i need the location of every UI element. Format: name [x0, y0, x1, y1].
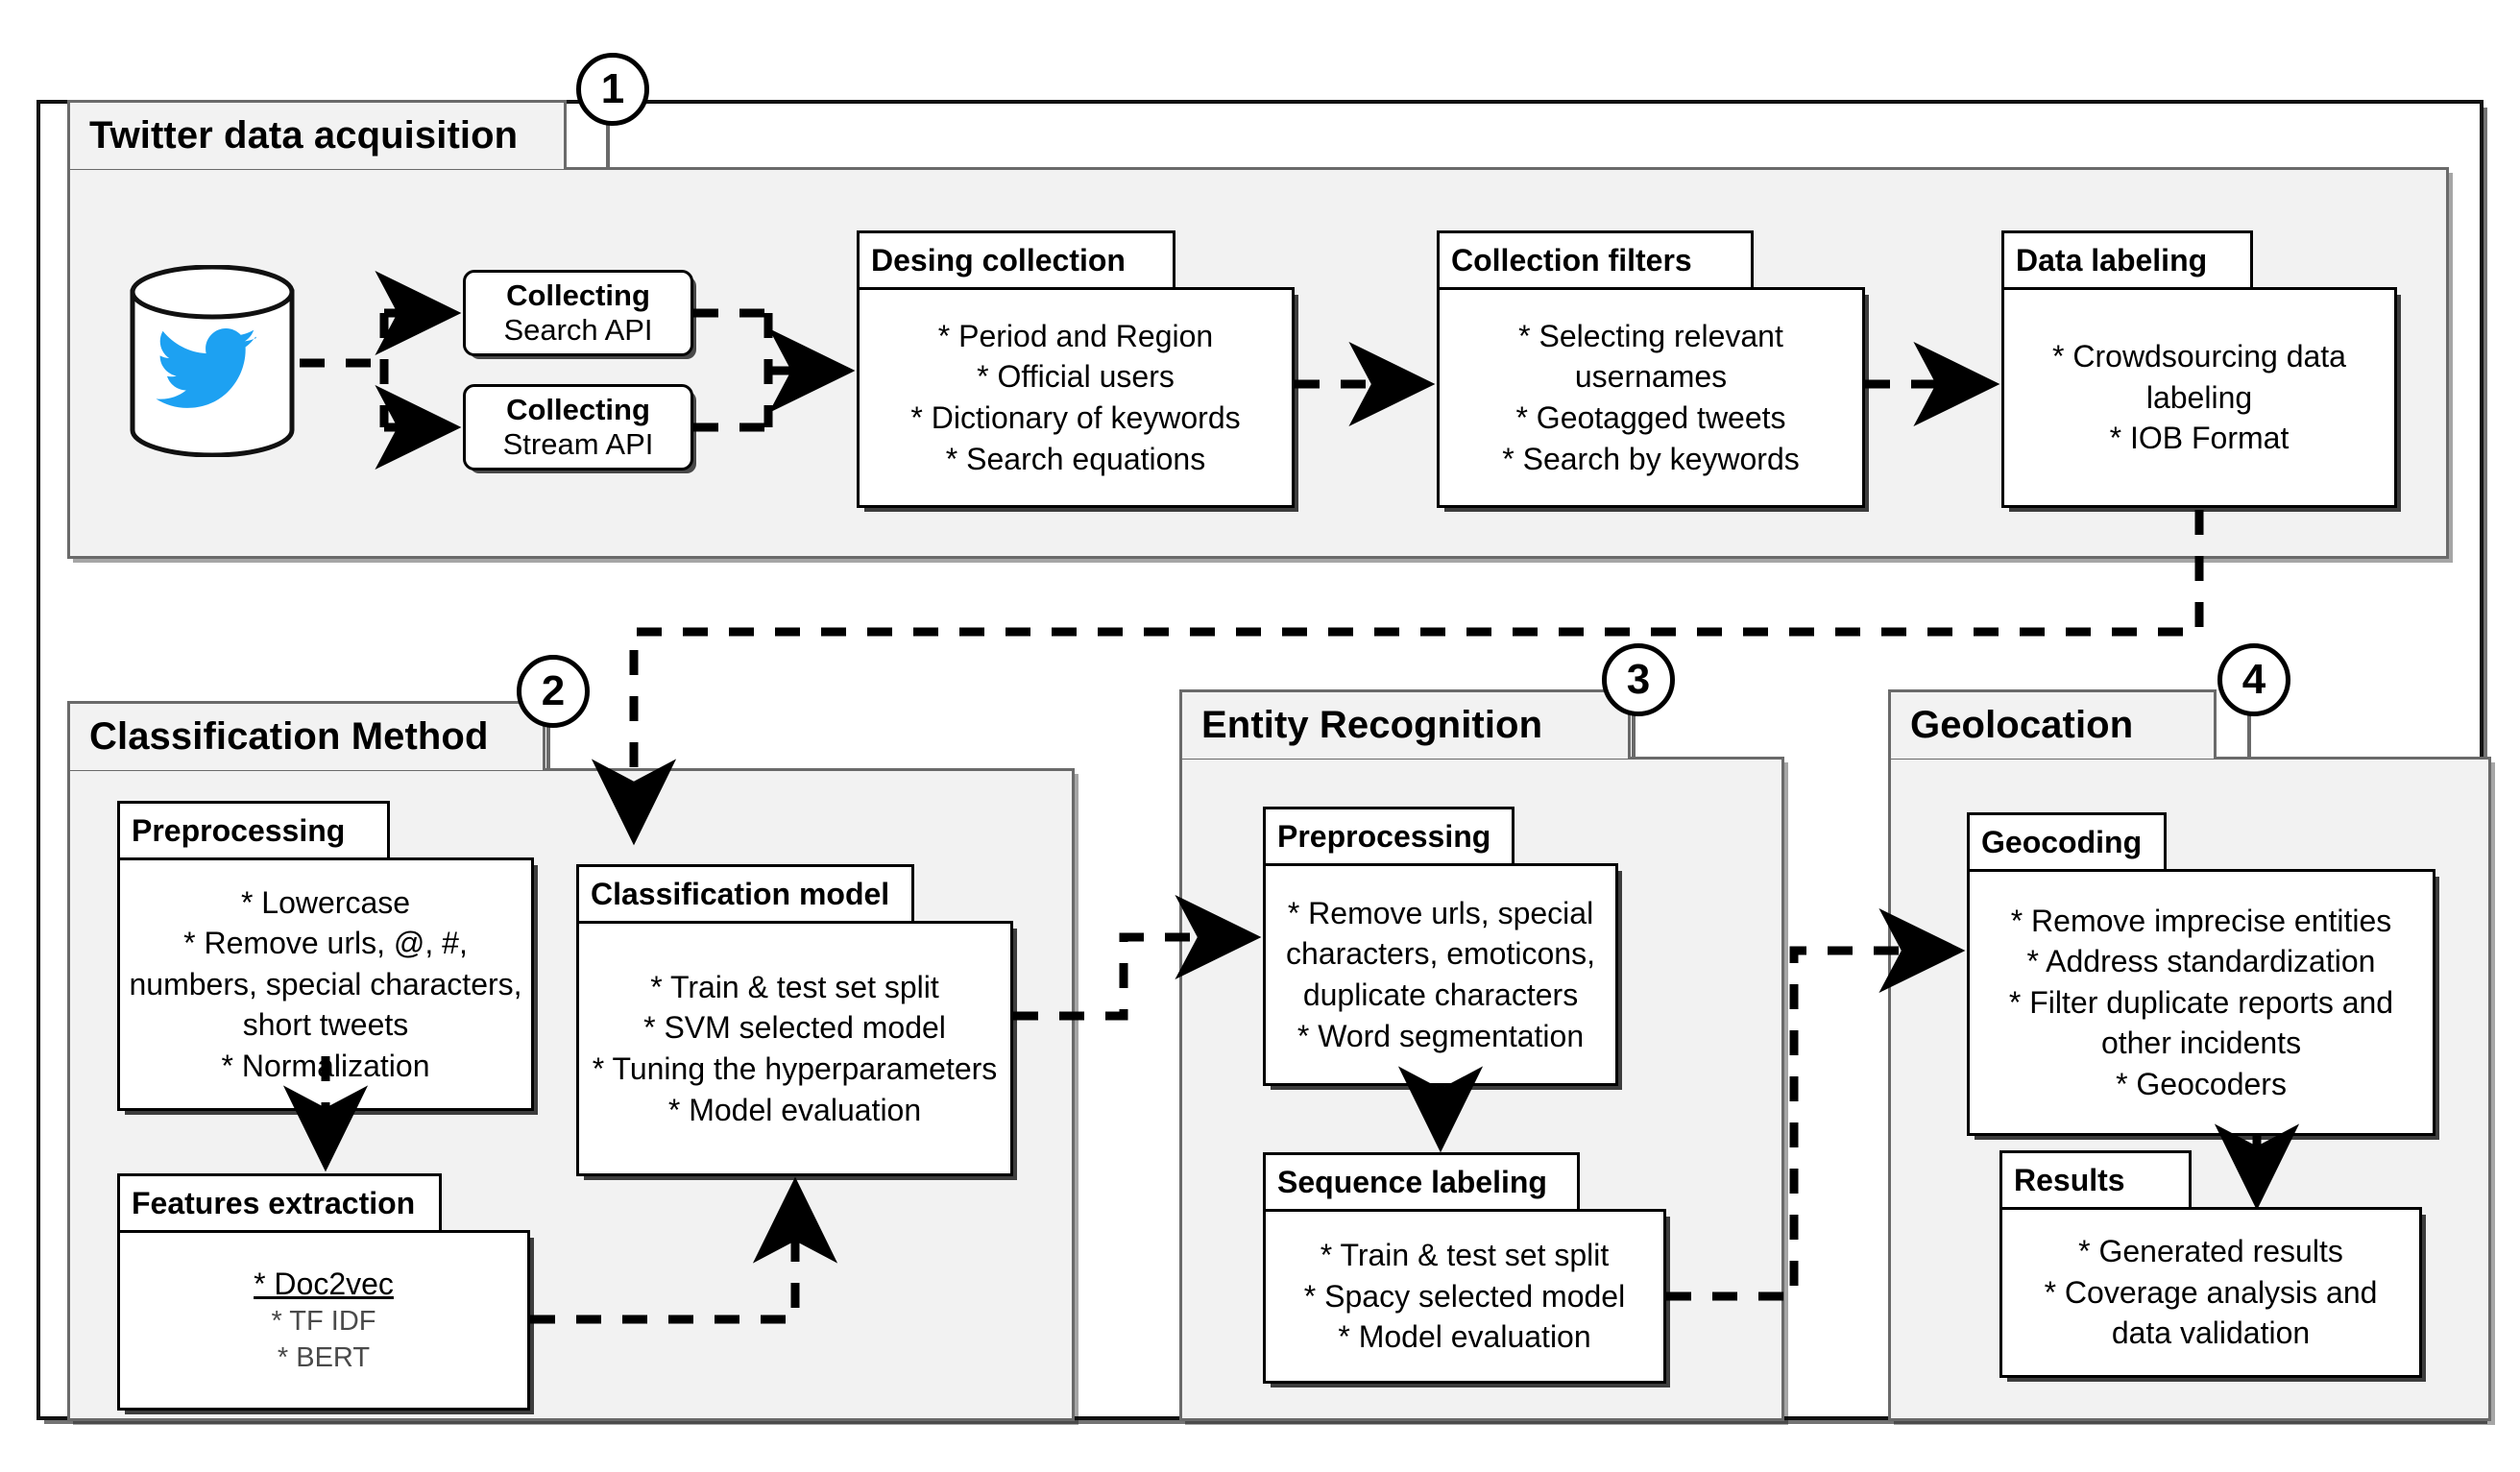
- list-item: * Dictionary of keywords: [910, 400, 1241, 435]
- er-preprocessing-body: * Remove urls, special characters, emoti…: [1263, 863, 1618, 1086]
- list-item: labeling: [2145, 379, 2253, 415]
- list-item: * Search equations: [945, 441, 1206, 476]
- list-item: * SVM selected model: [643, 1010, 946, 1046]
- badge-number-3: 3: [1626, 656, 1651, 703]
- collecting-stream-api-box[interactable]: Collecting Stream API: [463, 384, 693, 471]
- list-item: * Train & test set split: [650, 969, 939, 1004]
- section-title-geolocation: Geolocation: [1910, 704, 2134, 746]
- cm-preprocessing-title: Preprocessing: [132, 812, 346, 848]
- section-badge-2: 2: [517, 655, 590, 728]
- collecting-search-api-box[interactable]: Collecting Search API: [463, 270, 693, 356]
- badge-stem-2: [546, 712, 550, 771]
- section-badge-1: 1: [576, 53, 649, 126]
- geocoding-title: Geocoding: [1981, 824, 2143, 859]
- cm-preprocessing-body: * Lowercase * Remove urls, @, #, numbers…: [117, 857, 534, 1111]
- desing-collection-tab: Desing collection: [857, 230, 1175, 290]
- database-cylinder-icon: [130, 264, 295, 458]
- list-item: * Generated results: [2078, 1234, 2343, 1269]
- list-item: * Filter duplicate reports and: [2008, 984, 2394, 1020]
- er-preprocessing-tab: Preprocessing: [1263, 807, 1514, 866]
- collecting-search-api-title: Collecting: [506, 278, 650, 312]
- badge-number-1: 1: [600, 65, 625, 112]
- list-item: * Search by keywords: [1502, 441, 1800, 476]
- list-item: characters, emoticons,: [1286, 936, 1595, 972]
- section-title-classification-method: Classification Method: [89, 715, 489, 758]
- list-item: * Remove imprecise entities: [2010, 903, 2392, 938]
- section-title-entity-recognition: Entity Recognition: [1201, 704, 1543, 746]
- section-title-twitter-data-acquisition: Twitter data acquisition: [89, 114, 519, 157]
- list-item: * Address standardization: [2026, 944, 2376, 979]
- list-item: other incidents: [2100, 1026, 2302, 1061]
- collection-filters-body: * Selecting relevant usernames * Geotagg…: [1437, 287, 1865, 508]
- desing-collection-title: Desing collection: [871, 242, 1126, 278]
- list-item: * Spacy selected model: [1303, 1278, 1626, 1314]
- twitter-database-cylinder: [127, 264, 298, 458]
- collecting-search-api-subtitle: Search API: [503, 313, 653, 347]
- cm-preprocessing-tab: Preprocessing: [117, 801, 390, 860]
- results-tab: Results: [1999, 1150, 2192, 1210]
- list-item: * Model evaluation: [667, 1092, 922, 1127]
- collecting-stream-api-subtitle: Stream API: [502, 427, 654, 461]
- section-badge-4: 4: [2217, 643, 2290, 716]
- classification-model-tab: Classification model: [576, 864, 914, 924]
- classification-model-title: Classification model: [591, 876, 890, 911]
- badge-number-2: 2: [541, 667, 566, 714]
- section-tab-twitter-data-acquisition: Twitter data acquisition: [67, 100, 567, 169]
- list-item: * Tuning the hyperparameters: [592, 1051, 998, 1086]
- sequence-labeling-title: Sequence labeling: [1277, 1164, 1547, 1199]
- section-badge-3: 3: [1602, 643, 1675, 716]
- data-labeling-title: Data labeling: [2016, 242, 2208, 278]
- sequence-labeling-tab: Sequence labeling: [1263, 1152, 1580, 1212]
- desing-collection-body: * Period and Region * Official users * D…: [857, 287, 1295, 508]
- list-item: numbers, special characters,: [129, 966, 522, 1001]
- geocoding-body: * Remove imprecise entities * Address st…: [1967, 869, 2435, 1136]
- er-preprocessing-title: Preprocessing: [1277, 818, 1491, 854]
- features-extraction-title: Features extraction: [132, 1185, 416, 1220]
- list-item: * Coverage analysis and: [2044, 1274, 2378, 1310]
- badge-stem-1: [606, 110, 610, 170]
- data-labeling-tab: Data labeling: [2001, 230, 2253, 290]
- list-item: * Train & test set split: [1320, 1238, 1610, 1273]
- features-extraction-tab: Features extraction: [117, 1173, 442, 1233]
- list-item: * Normalization: [221, 1048, 430, 1083]
- list-item: * Word segmentation: [1296, 1018, 1585, 1053]
- list-item: usernames: [1574, 359, 1728, 395]
- list-item: * Period and Region: [937, 318, 1214, 353]
- list-item: * Model evaluation: [1338, 1319, 1591, 1355]
- section-tab-geolocation: Geolocation: [1888, 689, 2217, 759]
- list-item-bert: * BERT: [277, 1341, 371, 1373]
- section-tab-classification-method: Classification Method: [67, 701, 545, 770]
- list-item: * Remove urls, special: [1287, 895, 1594, 930]
- collecting-stream-api-title: Collecting: [506, 393, 650, 426]
- list-item-tfidf: * TF IDF: [271, 1306, 376, 1338]
- collection-filters-tab: Collection filters: [1437, 230, 1754, 290]
- list-item: * IOB Format: [2109, 421, 2290, 456]
- list-item: * Official users: [977, 359, 1175, 395]
- list-item: * Selecting relevant: [1518, 318, 1783, 353]
- badge-stem-4: [2247, 701, 2251, 760]
- collection-filters-title: Collection filters: [1451, 242, 1692, 278]
- list-item: * Geotagged tweets: [1515, 400, 1786, 435]
- list-item: * Lowercase: [240, 884, 411, 920]
- list-item: data validation: [2111, 1315, 2311, 1351]
- results-body: * Generated results * Coverage analysis …: [1999, 1207, 2422, 1378]
- list-item-doc2vec: * Doc2vec: [254, 1266, 394, 1301]
- section-tab-entity-recognition: Entity Recognition: [1179, 689, 1631, 759]
- classification-model-body: * Train & test set split * SVM selected …: [576, 921, 1013, 1176]
- badge-number-4: 4: [2241, 656, 2266, 703]
- list-item: * Geocoders: [2116, 1066, 2287, 1101]
- features-extraction-body: * Doc2vec * TF IDF * BERT: [117, 1230, 530, 1411]
- twitter-bird-icon: [156, 328, 256, 408]
- list-item: * Crowdsourcing data: [2052, 339, 2346, 374]
- list-item: duplicate characters: [1302, 977, 1579, 1012]
- results-title: Results: [2014, 1162, 2125, 1197]
- data-labeling-body: * Crowdsourcing data labeling * IOB Form…: [2001, 287, 2397, 508]
- geocoding-tab: Geocoding: [1967, 812, 2167, 872]
- list-item: short tweets: [242, 1007, 409, 1043]
- sequence-labeling-body: * Train & test set split * Spacy selecte…: [1263, 1209, 1666, 1384]
- list-item: * Remove urls, @, #,: [183, 926, 468, 961]
